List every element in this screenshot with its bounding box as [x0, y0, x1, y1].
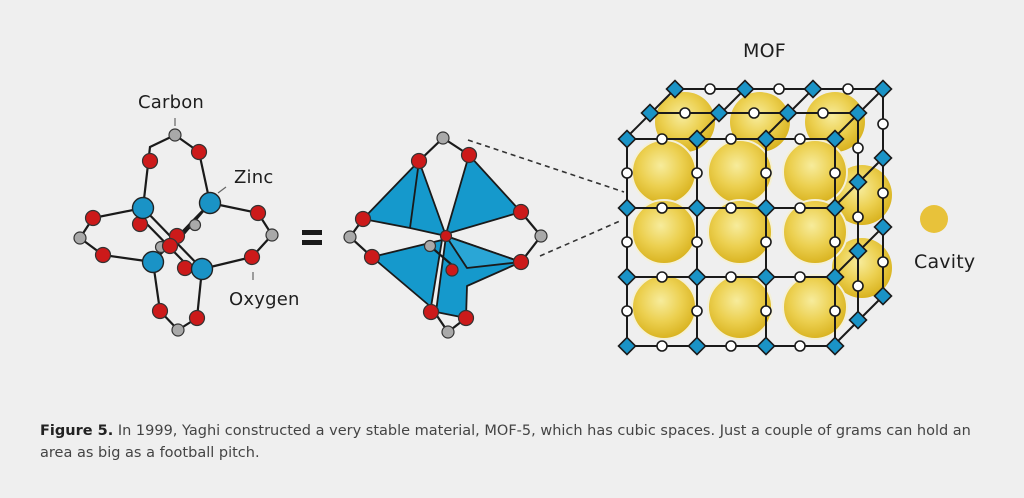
caption-prefix: Figure 5.	[40, 423, 114, 439]
mof-framework	[617, 79, 893, 356]
tetrahedra-cluster	[362, 154, 522, 319]
caption-text: In 1999, Yaghi constructed a very stable…	[40, 423, 971, 461]
cavity-legend-icon	[920, 205, 948, 233]
organic-linkers	[621, 83, 889, 352]
mof-title: MOF	[743, 40, 786, 62]
figure-caption: Figure 5. In 1999, Yaghi constructed a v…	[40, 420, 1000, 464]
carbon-atoms	[73, 128, 279, 337]
oxygen-label: Oxygen	[229, 289, 300, 310]
zinc-atoms	[131, 191, 222, 281]
carbon-label: Carbon	[138, 92, 205, 113]
front-cavities	[631, 139, 848, 340]
middle-carbon-atoms	[343, 131, 548, 339]
oxygen-atoms	[84, 143, 267, 327]
equals-icon	[302, 230, 322, 245]
back-cavities	[655, 92, 892, 298]
zinc-label: Zinc	[234, 167, 274, 188]
zinc-leader-line	[217, 186, 227, 194]
zinc-nodes	[617, 79, 893, 356]
zoom-dashed-lines	[467, 139, 625, 257]
cavity-label: Cavity	[914, 251, 976, 273]
middle-oxygen-atoms	[354, 146, 530, 327]
